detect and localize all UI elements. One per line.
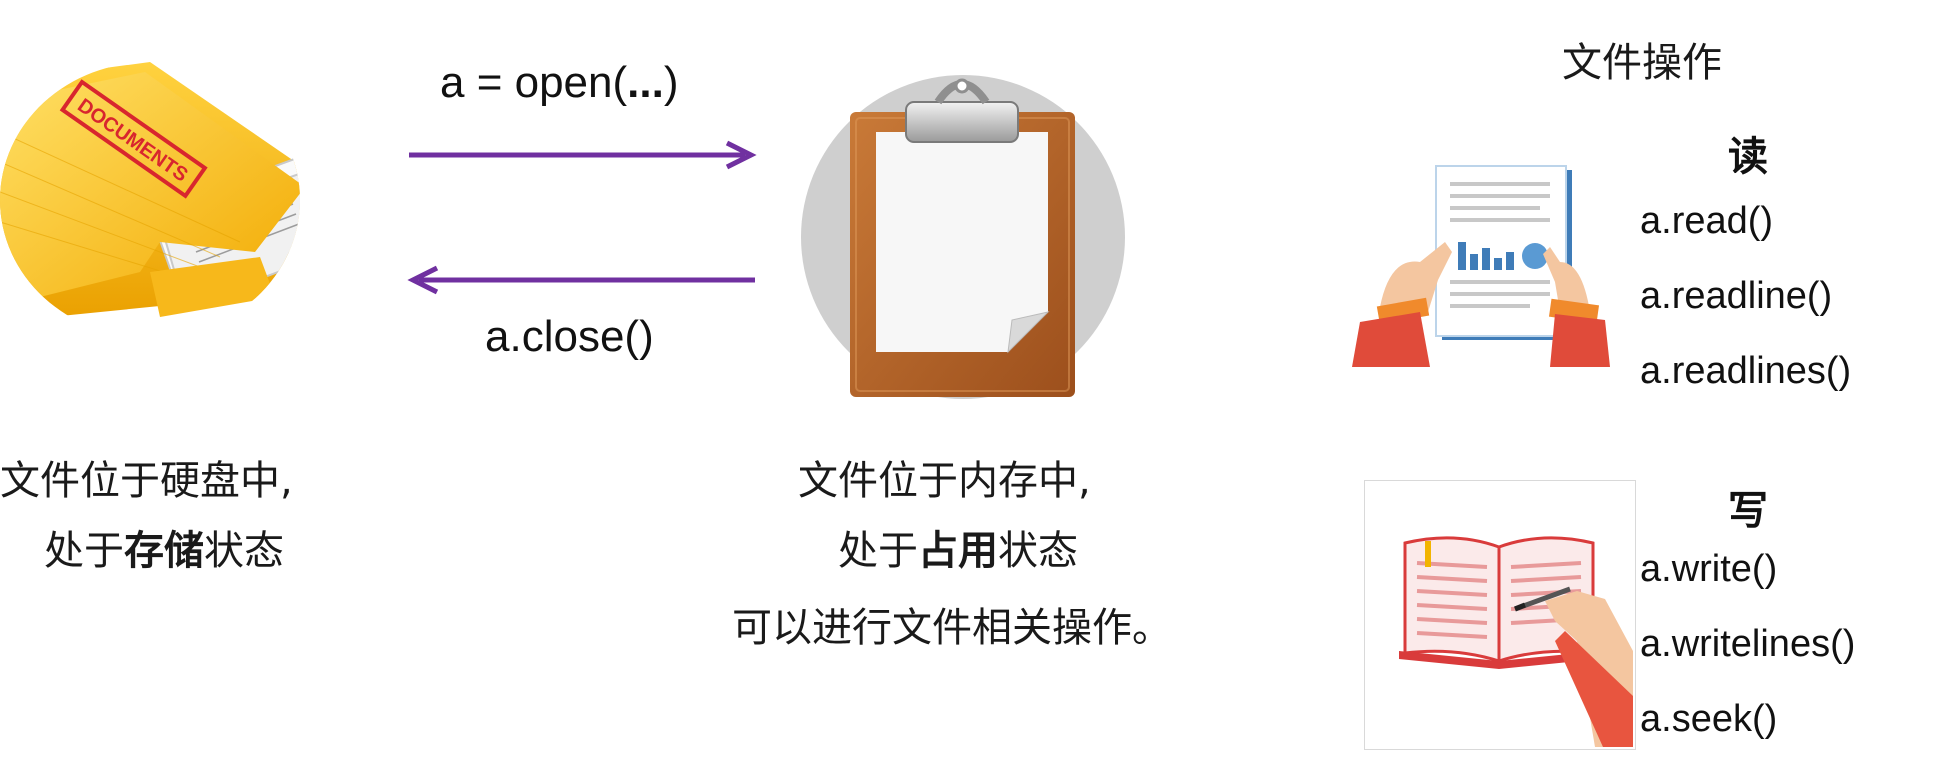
- reading-illustration: [1350, 162, 1610, 367]
- close-arrow: [407, 265, 755, 295]
- readlines-method: a.readlines(): [1640, 350, 1852, 392]
- readline-method: a.readline(): [1640, 275, 1833, 317]
- write-heading: 写: [1728, 488, 1768, 534]
- writelines-method: a.writelines(): [1640, 623, 1856, 665]
- clipboard-icon: [801, 75, 1125, 399]
- writing-illustration: [1364, 480, 1636, 750]
- operations-title: 文件操作: [1562, 40, 1722, 86]
- open-arrow: [409, 140, 757, 170]
- writing-book-icon: [1399, 536, 1633, 747]
- clipboard-illustration: [798, 72, 1128, 402]
- read-heading: 读: [1728, 134, 1768, 180]
- disk-state-line1: 文件位于硬盘中,: [0, 458, 293, 504]
- folder-illustration: DOCUMENTS: [0, 62, 330, 332]
- seek-method: a.seek(): [1640, 698, 1778, 740]
- memory-state-line1: 文件位于内存中,: [798, 458, 1091, 504]
- open-call-label: a = open(...): [440, 58, 679, 107]
- folder-icon: DOCUMENTS: [0, 62, 300, 332]
- memory-state-line2: 处于占用状态: [838, 528, 1078, 574]
- reading-document-icon: [1352, 165, 1610, 367]
- close-call-label: a.close(): [485, 312, 654, 361]
- write-method: a.write(): [1640, 548, 1778, 590]
- read-method: a.read(): [1640, 200, 1774, 242]
- memory-state-line3: 可以进行文件相关操作。: [732, 605, 1172, 651]
- disk-state-line2: 处于存储状态: [44, 528, 284, 574]
